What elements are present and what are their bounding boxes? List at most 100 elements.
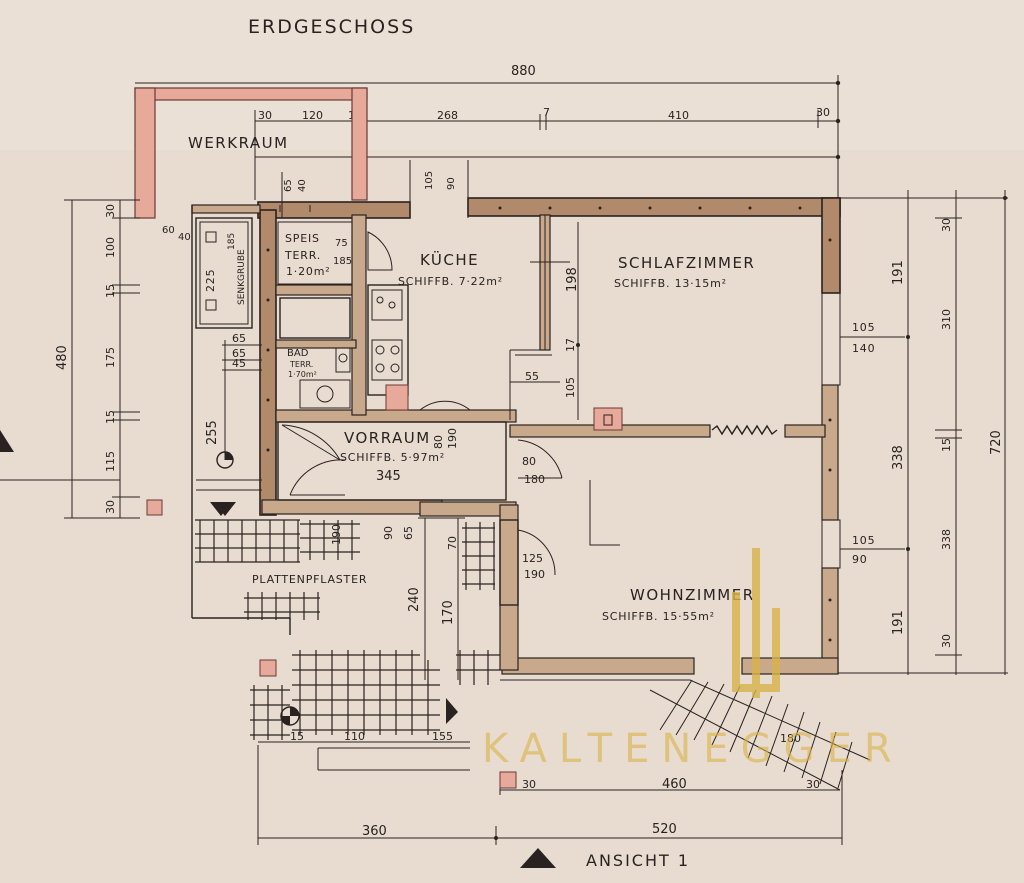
tile-grid-middle (244, 592, 320, 620)
room-label-werkraum: WERKRAUM (188, 134, 289, 152)
bad-area: 1·70m² (288, 370, 317, 379)
vorraum: VORRAUM SCHIFFB. 5·97m² 345 80 190 (277, 421, 507, 501)
dim-255: 255 (205, 420, 220, 445)
view-label: ANSICHT 1 (586, 851, 690, 870)
werkraum: WERKRAUM (134, 87, 368, 219)
wohnzimmer: WOHNZIMMER SCHIFFB. 15·55m² 125 190 (499, 519, 755, 623)
bad: BAD TERR. 1·70m² (279, 297, 351, 409)
dim-left-4: 175 (104, 347, 117, 368)
bad-terr: TERR. (289, 360, 313, 369)
left-dimensions: 480 30 100 15 175 15 115 30 (0, 199, 140, 519)
dim-65b: 65 (232, 347, 246, 360)
entry-dim-90: 90 (382, 526, 395, 540)
kueche-area: SCHIFFB. 7·22m² (398, 275, 503, 288)
dim-right-col-2: 310 (940, 309, 953, 330)
window-bottom-90: 90 (852, 553, 868, 566)
room-label-bad: BAD (287, 348, 309, 359)
dim-top-5: 7 (543, 106, 550, 119)
dim-top-6: 410 (668, 109, 689, 122)
step-dim-15: 15 (290, 730, 304, 743)
vorraum-area: SCHIFFB. 5·97m² (340, 451, 445, 464)
dim-bottom-360: 360 (362, 824, 387, 839)
living-door-80: 80 (522, 455, 536, 468)
dim-55: 55 (525, 370, 539, 383)
dim-top-1: 30 (258, 109, 272, 122)
room-label-speis: SPEIS (285, 232, 320, 245)
speis-dim-75: 75 (335, 238, 348, 249)
speis-terr: TERR. (284, 249, 321, 262)
stair-dim-460: 460 (662, 777, 687, 792)
view-arrow-icon (520, 848, 556, 868)
dim-left-2: 100 (104, 237, 117, 258)
dim-60: 60 (162, 225, 175, 236)
dim-right-col-1: 30 (940, 218, 953, 232)
dim-198: 198 (565, 267, 580, 292)
dim-top-7: 30 (816, 106, 830, 119)
entry-area: 90 65 70 190 PLATTENPFLASTER 240 170 (192, 502, 495, 680)
outdoor-stairs: 180 30 460 30 (499, 679, 871, 795)
dim-90-top: 90 (446, 177, 457, 190)
dim-right-col-3: 15 (940, 438, 953, 452)
stair-dim-180: 180 (780, 732, 801, 745)
watermark-text: KALTENEGGER (482, 726, 904, 772)
top-dimensions: 880 30 120 15 268 7 410 30 (135, 64, 841, 200)
window-top-140: 140 (852, 342, 875, 355)
dim-105-top: 105 (424, 171, 435, 190)
tile-grid-right (462, 522, 495, 590)
dim-left-1: 30 (104, 204, 117, 218)
entry-dim-190: 190 (330, 524, 343, 545)
dim-65-top: 65 (283, 179, 294, 192)
dim-17: 17 (564, 338, 577, 352)
dim-40-left: 40 (178, 232, 191, 243)
speis: SPEIS TERR. 1·20m² 75 185 (277, 221, 393, 285)
step-dim-155: 155 (432, 730, 453, 743)
dim-225: 225 (204, 269, 217, 292)
dim-left-6: 115 (104, 451, 117, 472)
lower-terrace: 15 110 155 (250, 650, 500, 771)
top-small-dims: 65 40 105 90 (281, 160, 469, 218)
dim-right-col-5: 30 (940, 634, 953, 648)
window-bottom-105: 105 (852, 534, 875, 547)
plattenpflaster-label: PLATTENPFLASTER (252, 573, 367, 586)
entry-dim-65: 65 (402, 526, 415, 540)
step-dim-110: 110 (344, 730, 365, 743)
living-door: 80 180 (517, 439, 620, 546)
room-label-schlafzimmer: SCHLAFZIMMER (618, 254, 755, 272)
dim-185-left: 185 (227, 233, 237, 250)
kueche: KÜCHE SCHIFFB. 7·22m² 198 55 105 17 (367, 215, 580, 420)
dim-top-2: 120 (302, 109, 323, 122)
vorraum-door-190: 190 (446, 428, 459, 449)
view-marker: ANSICHT 1 (520, 848, 690, 870)
wall-markers (266, 205, 832, 642)
senkgrube-label: SENKGRUBE (237, 249, 247, 305)
dim-right-191-top: 191 (891, 260, 906, 285)
wohnzimmer-area: SCHIFFB. 15·55m² (602, 610, 715, 623)
dim-right-col-4: 338 (940, 529, 953, 550)
dim-right-191-bottom: 191 (891, 610, 906, 635)
speis-area: 1·20m² (286, 265, 330, 278)
stair-dim-30-left: 30 (522, 778, 536, 791)
dim-left-total: 480 (55, 345, 70, 370)
right-dimensions: 191 338 191 30 310 15 338 30 720 (838, 190, 1008, 675)
plan-title: ERDGESCHOSS (248, 16, 415, 38)
speis-dim-185: 185 (333, 256, 352, 267)
watermark-logo: KALTENEGGER (482, 548, 904, 772)
dim-right-338: 338 (891, 445, 906, 470)
schlafzimmer: SCHLAFZIMMER SCHIFFB. 13·15m² (593, 254, 755, 431)
dim-left-5: 15 (104, 410, 117, 424)
vorraum-number: 345 (376, 469, 401, 484)
living-door-180: 180 (524, 473, 545, 486)
room-label-kueche: KÜCHE (420, 250, 479, 269)
dim-top-4: 268 (437, 109, 458, 122)
tile-grid-upper (195, 519, 360, 563)
dim-65a: 65 (232, 332, 246, 345)
room-label-vorraum: VORRAUM (344, 429, 431, 447)
dim-left-7: 30 (104, 500, 117, 514)
dim-190-living: 190 (524, 568, 545, 581)
room-label-wohnzimmer: WOHNZIMMER (630, 586, 755, 604)
dim-45: 45 (232, 357, 246, 370)
schlafzimmer-area: SCHIFFB. 13·15m² (614, 277, 727, 290)
vorraum-door-80: 80 (432, 435, 445, 449)
dim-40-top: 40 (297, 179, 308, 192)
